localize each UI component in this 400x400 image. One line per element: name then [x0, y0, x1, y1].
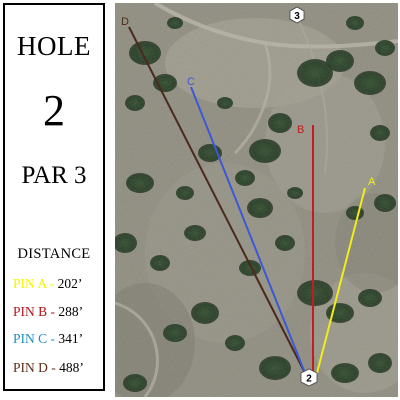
distance-heading: DISTANCE: [17, 246, 91, 262]
pin-row-d: PIN D - 488’: [13, 360, 84, 376]
pin-row-b: PIN B - 288’: [13, 304, 83, 320]
pin-d-name: PIN D: [13, 360, 48, 375]
pin-a-map-label: A: [368, 176, 376, 188]
pin-row-a: PIN A - 202’: [13, 276, 82, 292]
pin-d-map-label: D: [121, 16, 129, 28]
pin-d-distance: 488’: [59, 360, 84, 375]
hole-number: 2: [43, 86, 65, 135]
pin-d-line: [128, 26, 306, 374]
pin-d-separator: -: [47, 360, 60, 375]
aerial-map-svg: D C B A 3 2: [115, 3, 398, 397]
hole-info-panel: HOLE 2 PAR 3 DISTANCE PIN A - 202’ PIN B…: [3, 3, 105, 391]
pin-b-name: PIN B: [13, 304, 48, 319]
hole-label: HOLE: [17, 31, 91, 61]
pin-c-separator: -: [47, 331, 59, 346]
pin-c-map-label: C: [187, 76, 195, 88]
pin-a-line: [316, 187, 366, 374]
par-label: PAR 3: [21, 162, 87, 189]
pin-row-c: PIN C - 341’: [13, 331, 83, 347]
pin-c-name: PIN C: [13, 331, 48, 346]
pin-a-separator: -: [46, 276, 58, 291]
tee-marker: 2: [300, 368, 318, 387]
pin-a-name: PIN A: [13, 276, 47, 291]
next-tee-number: 3: [294, 11, 300, 22]
pin-b-separator: -: [47, 304, 59, 319]
next-tee-marker: 3: [289, 6, 305, 24]
pin-c-line: [190, 86, 306, 374]
pin-b-distance: 288’: [58, 304, 84, 319]
pin-c-distance: 341’: [58, 331, 84, 346]
terrain-texture: [115, 3, 398, 397]
aerial-map: D C B A 3 2: [115, 3, 398, 397]
tee-number: 2: [306, 374, 312, 385]
pin-b-map-label: B: [297, 124, 304, 136]
pin-a-distance: 202’: [57, 276, 83, 291]
